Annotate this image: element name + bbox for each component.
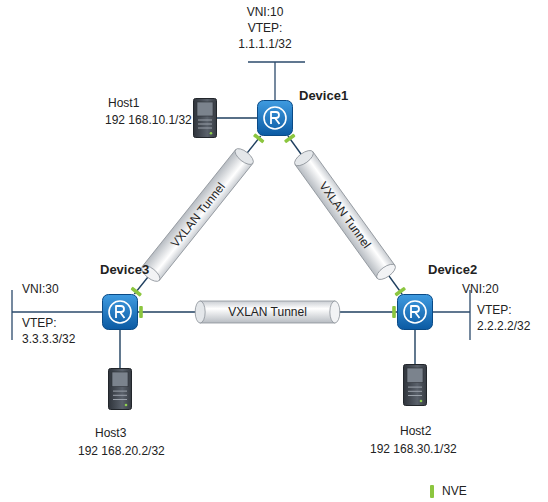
tunnel-connector (288, 136, 402, 294)
server-led (125, 404, 128, 407)
host-node: Host2192 168.30.1/32 (403, 364, 427, 406)
host-node: Host1192 168.10.1/32 (193, 98, 217, 138)
server-panel (407, 368, 423, 383)
router-node: Device1 (257, 100, 293, 136)
tube-cap (292, 148, 316, 169)
router-ring (404, 301, 426, 323)
tunnel-connector (134, 136, 260, 294)
tube-cap (195, 301, 205, 323)
host-name: Host1 (108, 96, 139, 111)
router-glyph (116, 306, 125, 318)
tunnel-label: VXLAN Tunnel (167, 180, 227, 250)
router-glyph (411, 306, 420, 318)
tunnel-tube (195, 301, 340, 323)
edge-layer (120, 118, 415, 368)
tunnel-tube (139, 146, 256, 284)
host-link (217, 117, 257, 118)
server-slot (198, 124, 212, 125)
server-icon (108, 368, 132, 410)
server-slot (113, 399, 127, 400)
server-panel (197, 102, 213, 116)
tube-cap (374, 261, 398, 282)
server-slot (408, 391, 422, 392)
legend-swatch (430, 485, 434, 498)
legend-text: NVE (442, 484, 467, 498)
host-link (119, 330, 120, 368)
server-slot (113, 391, 127, 392)
router-icon (397, 294, 433, 330)
server-slot (113, 395, 127, 396)
tube-cap (330, 301, 340, 323)
server-body (194, 99, 217, 138)
router-body (258, 101, 293, 136)
router-icon (102, 294, 138, 330)
host-name: Host3 (95, 426, 126, 441)
vtep-label: VTEP: 2.2.2.2/32 (477, 302, 547, 334)
vtep-label: VTEP: 1.1.1.1/32 (225, 20, 305, 52)
server-icon (403, 364, 427, 406)
nve-mark (139, 306, 143, 318)
device-name: Device3 (100, 262, 149, 277)
router-ring (109, 301, 131, 323)
device-name: Device2 (428, 262, 477, 277)
tunnel-label: VXLAN Tunnel (228, 305, 307, 319)
tunnel-label: VXLAN Tunnel (316, 179, 373, 251)
server-led (210, 132, 213, 135)
vtep-label: VNI:10 (235, 4, 295, 20)
tube-body (200, 301, 335, 323)
vtep-stubs (12, 62, 470, 340)
router-node: Device2 (397, 294, 433, 330)
router-glyph (271, 112, 280, 124)
host-address: 192 168.30.1/32 (370, 442, 457, 457)
vtep-label: VTEP: 3.3.3.3/32 (22, 315, 92, 347)
vtep-stub-line (274, 62, 275, 100)
tube-cap (232, 146, 255, 168)
server-body (109, 369, 132, 410)
router-icon (257, 100, 293, 136)
host-name: Host2 (400, 424, 431, 439)
tube-body (142, 150, 253, 281)
vtep-bar (469, 290, 470, 340)
server-panel (112, 372, 128, 387)
server-slot (198, 120, 212, 121)
tube-body (295, 152, 395, 279)
vtep-bar (11, 290, 12, 340)
server-led (420, 400, 423, 403)
device-name: Device1 (299, 88, 348, 103)
router-body (103, 295, 138, 330)
server-icon (193, 98, 217, 138)
server-slot (198, 128, 212, 129)
host-address: 192 168.20.2/32 (78, 444, 165, 459)
router-body (398, 295, 433, 330)
router-ring (264, 107, 286, 129)
server-slot (408, 395, 422, 396)
vtep-bar (248, 61, 305, 62)
host-link (414, 330, 415, 364)
host-node: Host3192 168.20.2/32 (108, 368, 132, 410)
vtep-stub-line (12, 311, 102, 312)
server-body (404, 365, 427, 406)
tunnel-tube (292, 148, 398, 283)
router-node: Device3 (102, 294, 138, 330)
vtep-label: VNI:30 (22, 281, 92, 297)
nve-mark (392, 306, 396, 318)
server-slot (408, 387, 422, 388)
vtep-stub-line (433, 311, 470, 312)
host-address: 192 168.10.1/32 (105, 113, 192, 128)
vtep-label: VNI:20 (462, 281, 532, 297)
